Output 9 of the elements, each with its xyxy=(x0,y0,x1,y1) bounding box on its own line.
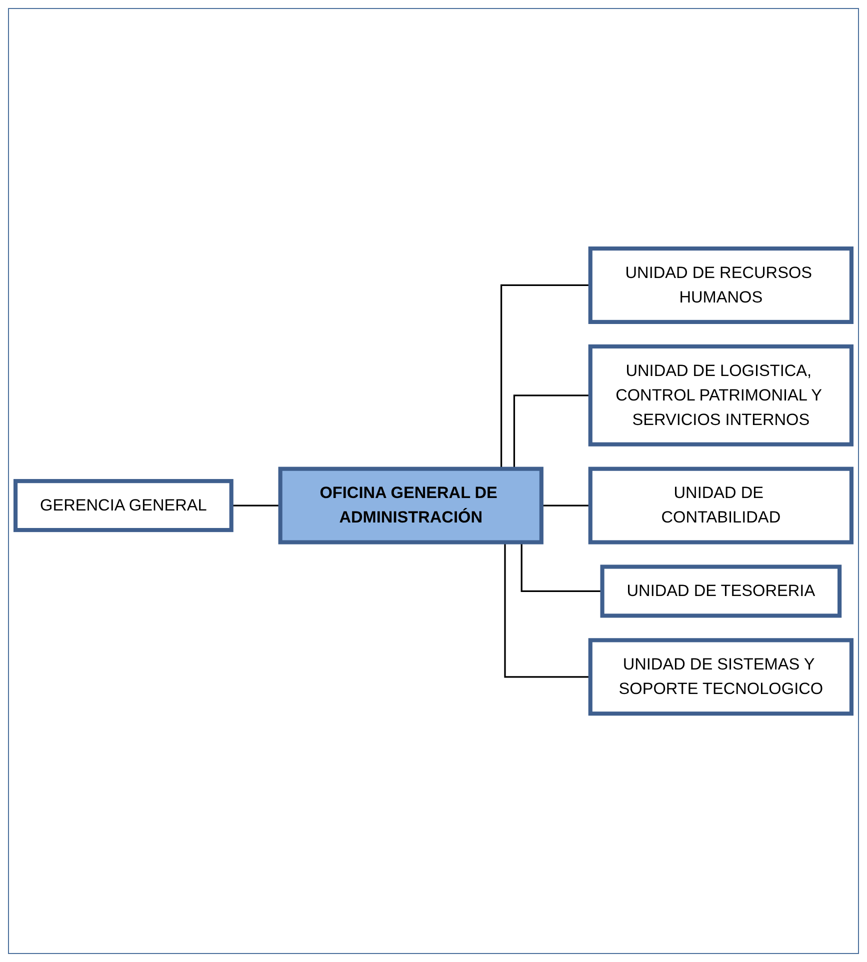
connector xyxy=(541,504,590,506)
node-box: UNIDAD DE SISTEMAS Y SOPORTE TECNOLOGICO xyxy=(588,638,854,716)
node-box: UNIDAD DE TESORERIA xyxy=(600,564,842,618)
node-box: GERENCIA GENERAL xyxy=(13,478,234,532)
node-box: OFICINA GENERAL DE ADMINISTRACIÓN xyxy=(278,466,544,544)
node-box: UNIDAD DE CONTABILIDAD xyxy=(588,466,854,544)
connector xyxy=(231,504,280,506)
node-box: UNIDAD DE LOGISTICA, CONTROL PATRIMONIAL Y SERVICIOS INTERNOS xyxy=(588,344,854,446)
node-box: UNIDAD DE RECURSOS HUMANOS xyxy=(588,246,854,324)
